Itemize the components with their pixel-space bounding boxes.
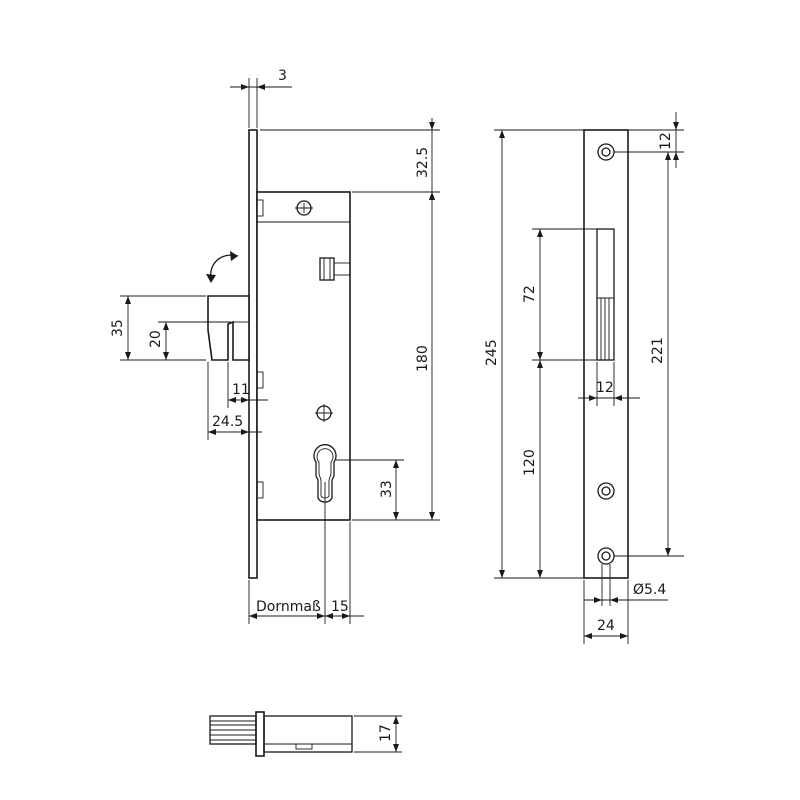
bolt-detail: 17	[209, 711, 402, 757]
latch-opening-width-label: 12	[596, 380, 614, 396]
latch-depth-label: 11	[232, 382, 250, 398]
front-view-dimensions: 12 221 245 72 120 12	[484, 112, 684, 644]
cylinder-keyhole	[313, 444, 337, 503]
case-height-label: 180	[415, 345, 431, 372]
latch-inner-label: 20	[148, 330, 164, 348]
top-screw-icon	[295, 200, 313, 216]
top-offset-label: 32.5	[415, 147, 431, 178]
side-faceplate	[248, 129, 258, 579]
faceplate-width-label: 24	[597, 618, 615, 634]
hole-spacing-label: 221	[650, 337, 666, 364]
faceplate-front-view	[583, 129, 629, 579]
side-view-dimensions: 3 32.5 180 33 35 20	[110, 68, 440, 624]
lock-case	[256, 191, 351, 521]
latch	[207, 295, 250, 361]
middle-hole-icon	[597, 482, 615, 500]
latch-opening	[596, 228, 615, 361]
cylinder-offset-label: 15	[331, 599, 349, 615]
hole-diameter-label: Ø5.4	[633, 582, 666, 598]
total-length-label: 245	[484, 339, 500, 366]
faceplate-thickness-label: 3	[278, 68, 287, 84]
opening-to-cylinder-label: 120	[522, 449, 538, 476]
latch-projection-label: 24.5	[212, 414, 243, 430]
latch-opening-height-label: 72	[522, 285, 538, 303]
cylinder-height-label: 33	[379, 480, 395, 498]
lock-side-view	[206, 129, 351, 579]
hole-offset-top-label: 12	[658, 132, 674, 150]
backset-label: Dornmaß	[256, 599, 321, 615]
bolt-height-label: 17	[378, 724, 394, 742]
front-faceplate	[583, 129, 629, 579]
latch-height-label: 35	[110, 319, 126, 337]
middle-screw-icon	[315, 404, 333, 422]
